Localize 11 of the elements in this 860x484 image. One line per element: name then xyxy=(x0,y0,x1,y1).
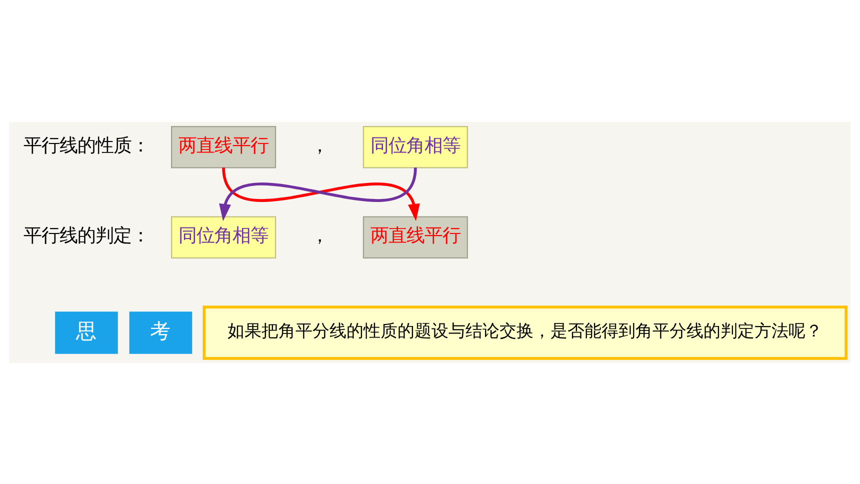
node-box: 如果把角平分线的性质的题设与结论交换，是否能得到角平分线的判定方法呢？ xyxy=(202,305,848,360)
label: 平行线的性质： xyxy=(23,134,150,156)
node-box: 同位角相等 xyxy=(171,216,276,258)
node-box: 两直线平行 xyxy=(171,126,276,168)
node-box: 考 xyxy=(129,311,192,354)
node-box: 同位角相等 xyxy=(362,126,468,168)
node-box: 两直线平行 xyxy=(362,216,468,258)
label: ， xyxy=(310,134,328,156)
label: ， xyxy=(310,225,328,246)
node-box: 思 xyxy=(55,311,118,354)
label: 平行线的判定： xyxy=(23,225,150,246)
